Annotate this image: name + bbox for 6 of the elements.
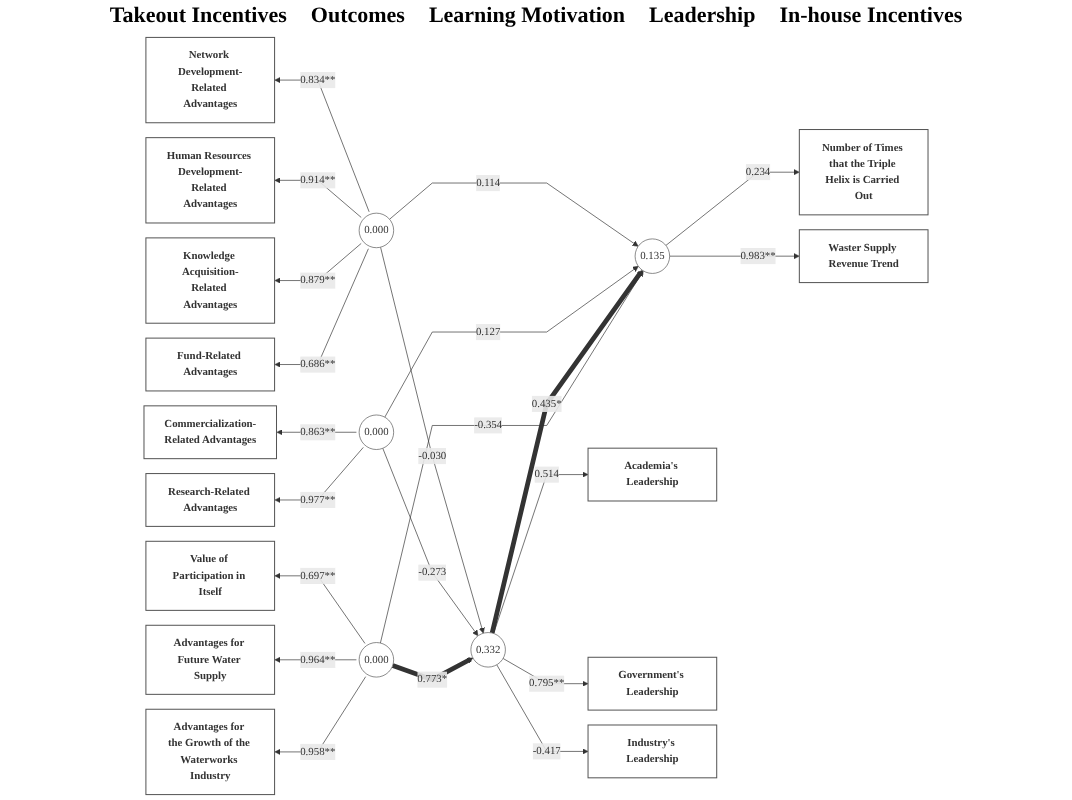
group-heading: Learning Motivation <box>428 4 626 28</box>
group-heading: Leadership <box>649 4 756 28</box>
group-heading: In-house Incentives <box>779 4 963 28</box>
arrow <box>391 657 474 683</box>
group-heading: Takeout Incentives <box>109 4 287 28</box>
group-heading: Outcomes <box>310 4 405 28</box>
